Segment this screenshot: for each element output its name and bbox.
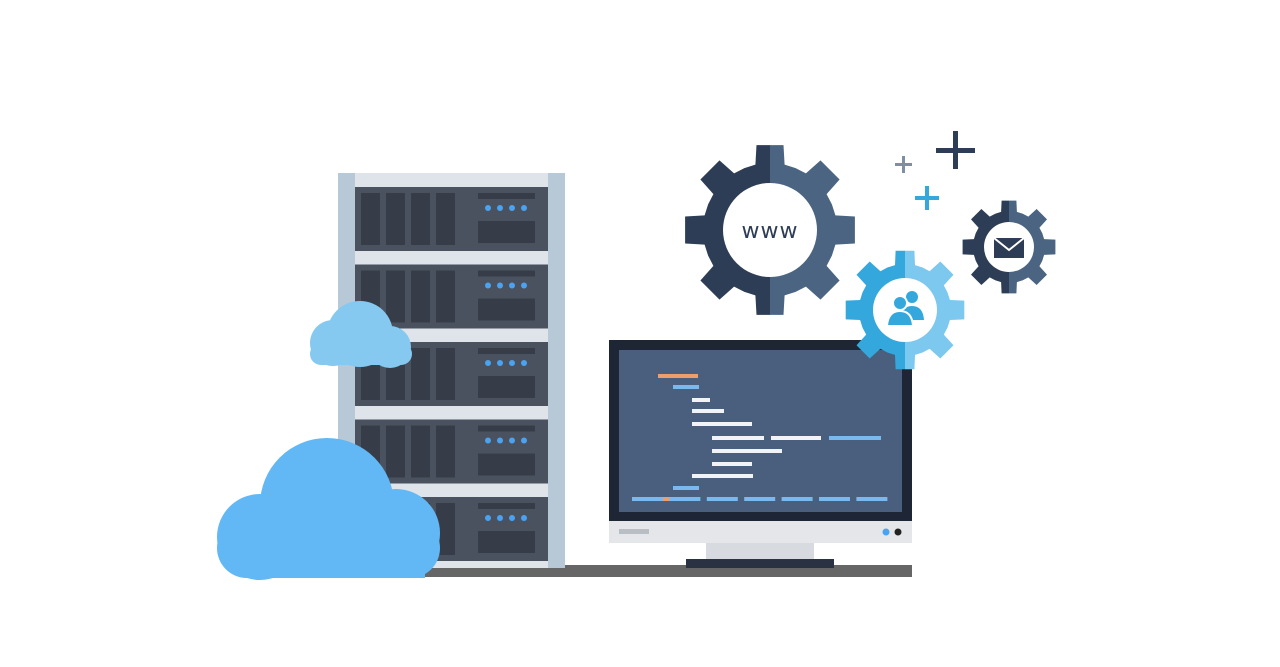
- plus-large-icon: [936, 131, 975, 169]
- cloud-large-icon: [217, 438, 440, 580]
- server-led: [485, 205, 491, 211]
- server-panel-top: [478, 503, 535, 509]
- server-led: [521, 437, 527, 444]
- code-line: [692, 398, 710, 402]
- server-drive-bay: [386, 425, 405, 478]
- server-led: [485, 282, 491, 289]
- server-drive-bay: [436, 270, 455, 323]
- plus-blue-icon: [915, 186, 939, 210]
- server-drive-bay: [361, 193, 380, 245]
- server-drive-bay: [411, 425, 430, 478]
- server-led: [485, 360, 491, 366]
- server-drive-bay: [386, 193, 405, 245]
- code-line: [829, 436, 881, 440]
- server-drive-bay: [411, 270, 430, 323]
- server-led: [509, 360, 515, 366]
- server-led: [521, 515, 527, 521]
- users-icon: [885, 291, 924, 327]
- server-panel-top: [478, 425, 535, 432]
- server-drive-bay: [436, 348, 455, 400]
- code-lines: [632, 374, 888, 501]
- server-led: [509, 282, 515, 289]
- code-line: [712, 462, 752, 466]
- code-line: [706, 497, 738, 501]
- code-line: [669, 497, 701, 501]
- code-line: [658, 374, 698, 378]
- server-panel-bottom: [478, 298, 535, 321]
- server-led: [485, 515, 491, 521]
- code-line: [692, 422, 752, 426]
- plus-small-icon: [895, 156, 912, 173]
- server-unit: [355, 419, 548, 484]
- server-panel-bottom: [478, 531, 535, 553]
- server-led: [509, 205, 515, 211]
- server-drive-bay: [386, 270, 405, 323]
- server-panel-bottom: [478, 376, 535, 398]
- monitor-status-dot-dark: [894, 528, 902, 536]
- server-led: [509, 437, 515, 444]
- server-side-right: [548, 173, 565, 568]
- server-led: [497, 515, 503, 521]
- envelope-icon: [993, 237, 1025, 258]
- code-line: [712, 449, 782, 453]
- code-line: [673, 486, 699, 490]
- globe-www-gear-icon: www: [685, 145, 855, 315]
- server-led: [521, 282, 527, 289]
- code-line: [856, 497, 888, 501]
- code-line: [692, 474, 753, 478]
- server-drive-bay: [411, 193, 430, 245]
- code-line: [819, 497, 850, 501]
- mail-gear-icon: [962, 200, 1056, 294]
- server-panel-top: [478, 270, 535, 277]
- monitor-brand-bar: [619, 529, 649, 534]
- monitor-stand-neck: [706, 541, 814, 559]
- monitor-status-dot-blue: [882, 528, 890, 536]
- server-drive-bay: [411, 348, 430, 400]
- server-drive-bay: [436, 193, 455, 245]
- server-panel-bottom: [478, 453, 535, 476]
- server-led: [497, 205, 503, 211]
- server-panel-top: [478, 348, 535, 354]
- server-unit: [355, 187, 548, 251]
- code-line: [712, 436, 764, 440]
- www-label: www: [742, 219, 799, 244]
- code-line: [692, 409, 724, 413]
- cloud-small-icon: [310, 301, 412, 368]
- server-panel-top: [478, 193, 535, 199]
- code-line: [744, 497, 776, 501]
- code-monitor: [609, 340, 912, 568]
- server-led: [521, 360, 527, 366]
- server-led: [521, 205, 527, 211]
- code-line: [771, 436, 821, 440]
- code-line: [781, 497, 813, 501]
- server-led: [497, 282, 503, 289]
- server-drive-bay: [436, 503, 455, 555]
- code-line: [632, 497, 663, 501]
- users-gear-icon: [845, 250, 965, 370]
- monitor-bottom-bezel: [609, 521, 912, 543]
- server-led: [509, 515, 515, 521]
- server-drive-bay: [436, 425, 455, 478]
- server-panel-bottom: [478, 221, 535, 243]
- server-led: [497, 437, 503, 444]
- server-led: [485, 437, 491, 444]
- monitor-stand-base: [686, 559, 834, 568]
- server-led: [497, 360, 503, 366]
- code-line: [673, 385, 699, 389]
